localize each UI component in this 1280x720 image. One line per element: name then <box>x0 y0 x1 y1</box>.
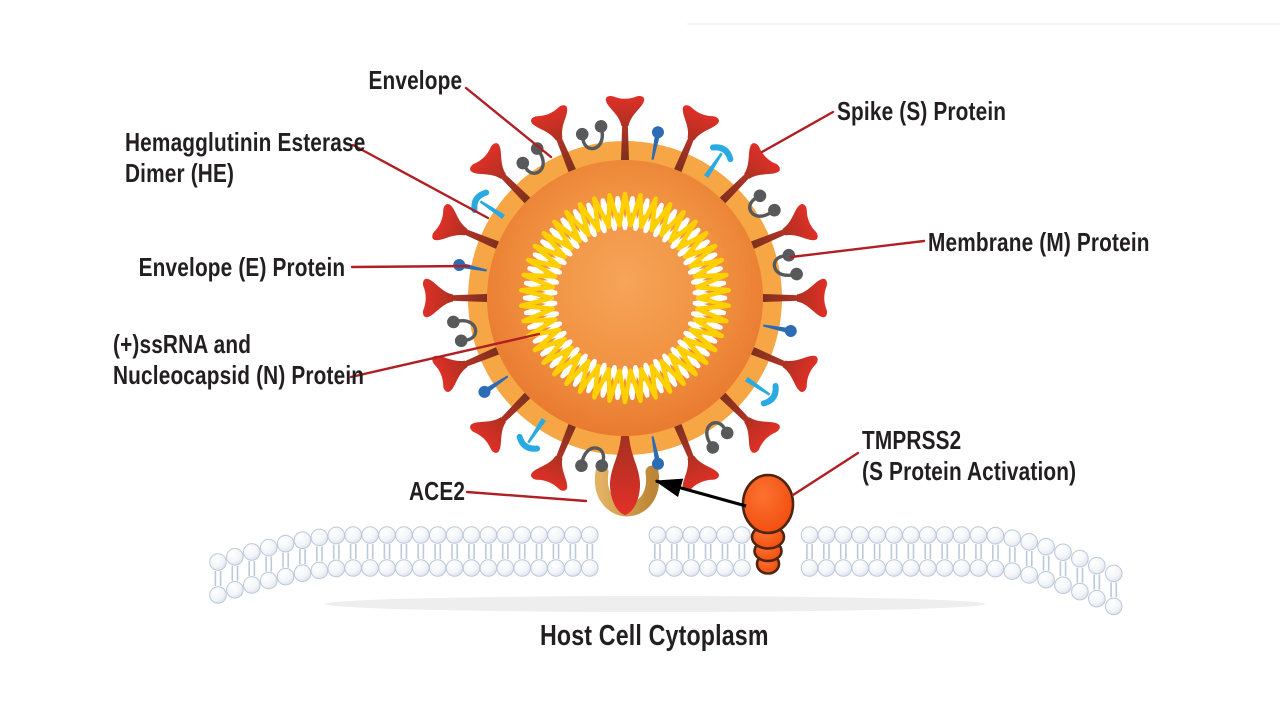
m-protein-dimer <box>772 248 803 281</box>
spike-protein <box>531 105 576 173</box>
hemagglutinin-esterase-spike <box>703 144 734 179</box>
spike-protein <box>750 347 818 392</box>
spike-protein <box>470 392 531 453</box>
label-membrane-m-protein: Membrane (M) Protein <box>928 227 1150 257</box>
envelope-leader <box>464 86 553 159</box>
label-tmprss2: TMPRSS2 (S Protein Activation) <box>862 425 1076 487</box>
ace2-leader <box>465 490 588 503</box>
spike-leader <box>760 110 835 154</box>
m-protein-dimer <box>575 446 609 473</box>
rna-leader <box>349 332 541 379</box>
spike-protein <box>719 143 780 204</box>
spike-protein <box>674 105 719 173</box>
spike-protein <box>750 204 818 249</box>
hemagglutinin-esterase-spike <box>471 189 506 220</box>
hemagglutinin-esterase-spike <box>516 417 547 452</box>
e-protein-leader <box>350 264 471 269</box>
e-protein-pin <box>763 324 797 337</box>
label-line: Nucleocapsid (N) Protein <box>113 360 365 390</box>
label-ace2: ACE2 <box>409 476 466 506</box>
label-hemagglutinin-esterase-dimer: Hemagglutinin Esterase Dimer (HE) <box>125 127 365 189</box>
label-spike-s-protein: Spike (S) Protein <box>837 96 1007 126</box>
label-envelope-e-protein: Envelope (E) Protein <box>138 252 345 282</box>
m-protein-leader <box>789 239 926 259</box>
label-line: Hemagglutinin Esterase <box>125 127 366 157</box>
label-host-cell-cytoplasm: Host Cell Cytoplasm <box>540 620 769 652</box>
spike-protein <box>432 347 500 392</box>
label-ssrna-nucleocapsid: (+)ssRNA and Nucleocapsid (N) Protein <box>113 329 364 391</box>
m-protein-dimer <box>575 120 608 151</box>
spike-protein <box>531 423 576 491</box>
m-protein-dimer <box>748 189 781 218</box>
m-protein-dimer <box>516 142 545 175</box>
spike-bound-to-ace2 <box>609 436 641 515</box>
e-protein-pin <box>651 126 664 160</box>
spike-protein <box>763 278 828 318</box>
nucleocapsid-ring-white <box>522 196 728 400</box>
spike-protein <box>432 204 500 249</box>
m-protein-dimer <box>705 421 734 454</box>
spike-protein <box>719 392 780 453</box>
m-protein-dimer <box>447 315 478 348</box>
tmprss2-enzyme <box>741 473 795 575</box>
e-protein-pin <box>651 436 664 470</box>
spike-protein <box>470 143 531 204</box>
label-line: (S Protein Activation) <box>862 456 1077 486</box>
label-line: Dimer (HE) <box>125 158 235 188</box>
spike-protein <box>422 278 487 318</box>
cell-membrane-bilayer <box>209 526 1123 616</box>
membrane-shadow <box>325 596 985 612</box>
coronavirus-virion <box>422 95 828 515</box>
label-envelope: Envelope <box>368 65 462 95</box>
label-line: (+)ssRNA and <box>113 329 252 359</box>
hemagglutinin-esterase-spike <box>744 376 779 407</box>
ssrna-ring-yellow <box>519 191 731 405</box>
spike-protein <box>605 95 645 160</box>
activation-arrow <box>654 478 747 508</box>
spike-protein <box>674 423 719 491</box>
virus-body <box>487 160 763 436</box>
label-line: TMPRSS2 <box>862 425 962 455</box>
tmprss2-leader <box>791 451 860 497</box>
he-dimer-leader <box>351 143 490 220</box>
e-protein-pin <box>478 375 509 398</box>
